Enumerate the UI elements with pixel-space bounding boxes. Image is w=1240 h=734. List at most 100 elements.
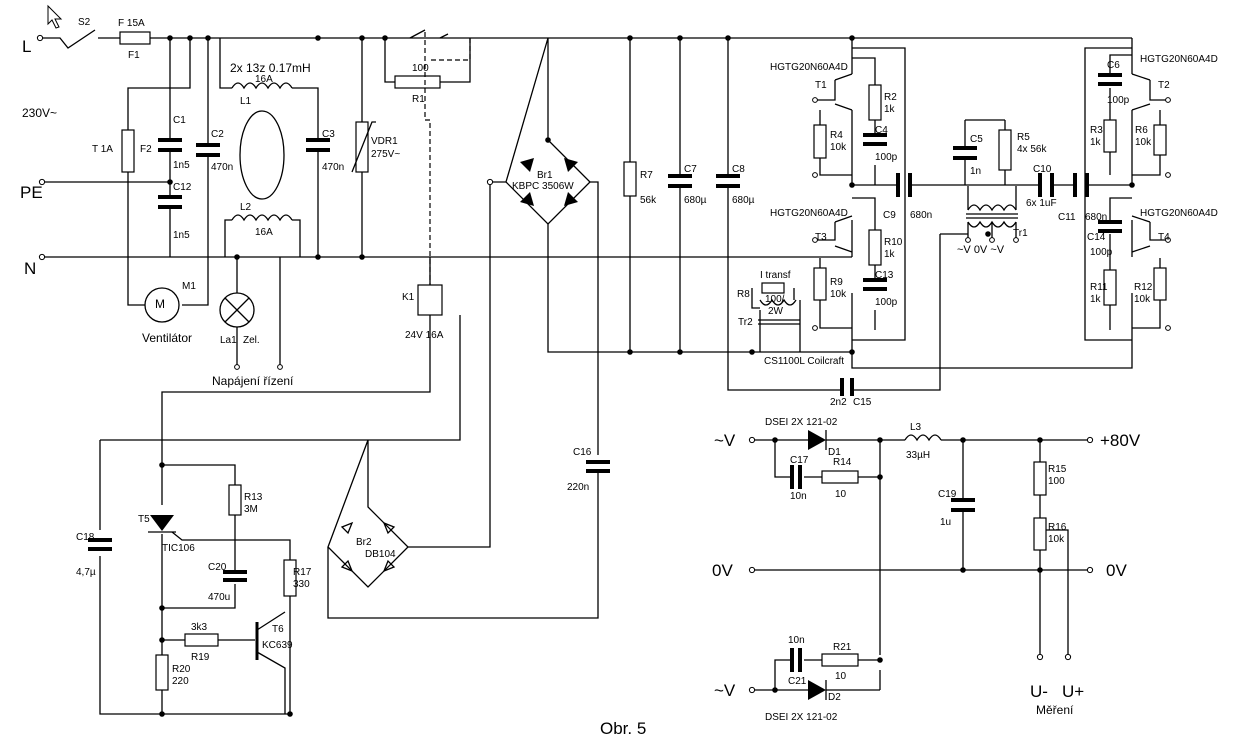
- label-r2: R2: [884, 92, 897, 103]
- label-c10: C10: [1033, 164, 1052, 175]
- label-r19: R19: [191, 652, 210, 663]
- label-m1: M1: [182, 281, 196, 292]
- label-c12v: 1n5: [173, 230, 190, 241]
- label-c9v: 680n: [910, 210, 932, 221]
- label-c19: C19: [938, 489, 957, 500]
- label-r10: R10: [884, 237, 903, 248]
- label-t6: T6: [272, 624, 284, 635]
- label-r11v: 1k: [1090, 294, 1102, 305]
- label-l2cur: 16A: [255, 227, 273, 238]
- label-br1v: KBPC 3506W: [512, 181, 574, 192]
- label-l1: L1: [240, 96, 252, 107]
- label-c20: C20: [208, 562, 227, 573]
- label-r1: R1: [412, 94, 425, 105]
- label-zerovout: 0V: [1106, 561, 1127, 580]
- label-f1b: F1: [128, 50, 140, 61]
- label-r16: R16: [1048, 522, 1067, 533]
- label-r9: R9: [830, 277, 843, 288]
- label-r13v: 3M: [244, 504, 258, 515]
- label-r19v: 3k3: [191, 622, 208, 633]
- label-t5v: TIC106: [162, 543, 195, 554]
- label-f1a: F 15A: [118, 18, 145, 29]
- label-c18v: 4,7µ: [76, 567, 96, 578]
- label-t5: T5: [138, 514, 150, 525]
- label-r6: R6: [1135, 125, 1148, 136]
- output-section: [752, 430, 1090, 700]
- label-igbt3: HGTG20N60A4D: [770, 208, 848, 219]
- label-uminus: U-: [1030, 682, 1048, 701]
- label-c13: C13: [875, 270, 894, 281]
- label-acv1: ~V: [714, 431, 736, 450]
- label-dsei1: DSEI 2X 121-02: [765, 417, 838, 428]
- label-c17: C17: [790, 455, 809, 466]
- label-r3v: 1k: [1090, 137, 1102, 148]
- label-k1v: 24V 16A: [405, 330, 444, 341]
- svg-text:M: M: [155, 297, 165, 311]
- label-vdr: VDR1: [371, 136, 398, 147]
- label-l2: L2: [240, 202, 252, 213]
- label-vent: Ventilátor: [142, 331, 192, 345]
- label-c8: C8: [732, 164, 745, 175]
- label-zel: Zel.: [243, 335, 260, 346]
- label-t6v: KC639: [262, 640, 293, 651]
- label-vdrv: 275V~: [371, 149, 400, 160]
- label-c13v: 100p: [875, 297, 898, 308]
- label-c12: C12: [173, 182, 192, 193]
- label-r12v: 10k: [1134, 294, 1151, 305]
- label-tr1sec: ~V 0V ~V: [957, 244, 1005, 256]
- label-k1: K1: [402, 292, 415, 303]
- label-r2v: 1k: [884, 104, 896, 115]
- label-c16: C16: [573, 447, 592, 458]
- label-c14: C14: [1087, 232, 1106, 243]
- label-acv2: ~V: [714, 681, 736, 700]
- label-choke: 2x 13z 0.17mH: [230, 61, 311, 75]
- label-c16v: 220n: [567, 482, 589, 493]
- label-r7: R7: [640, 170, 653, 181]
- label-c9: C9: [883, 210, 896, 221]
- control-section: [88, 182, 610, 715]
- label-r1v: 100: [412, 63, 429, 74]
- label-c15v: 2n2: [830, 397, 847, 408]
- label-c5: C5: [970, 134, 983, 145]
- label-c1: C1: [173, 115, 186, 126]
- label-d1: D1: [828, 447, 841, 458]
- label-l1cur: 16A: [255, 74, 273, 85]
- label-r15: R15: [1048, 464, 1067, 475]
- label-r17v: 330: [293, 579, 310, 590]
- label-c3v: 470n: [322, 162, 344, 173]
- inverter-bridge-section: [751, 37, 1168, 369]
- label-r14: R14: [833, 457, 852, 468]
- label-c15: C15: [853, 397, 872, 408]
- label-mereni: Měření: [1036, 703, 1074, 717]
- label-c10v: 6x 1uF: [1026, 198, 1057, 209]
- label-c2: C2: [211, 129, 224, 140]
- label-c18: C18: [76, 532, 95, 543]
- label-c20v: 470u: [208, 592, 230, 603]
- label-r7v: 56k: [640, 195, 657, 206]
- label-r5: R5: [1017, 132, 1030, 143]
- label-f2: F2: [140, 144, 152, 155]
- label-r4v: 10k: [830, 142, 847, 153]
- label-la1: La1: [220, 335, 237, 346]
- label-c19v: 1u: [940, 517, 951, 528]
- label-r5v: 4x 56k: [1017, 144, 1047, 155]
- label-itransf: I transf: [760, 270, 791, 281]
- label-br2: Br2: [356, 537, 372, 548]
- label-c7v: 680µ: [684, 195, 707, 206]
- label-igbt1: HGTG20N60A4D: [770, 62, 848, 73]
- terminals: [36, 34, 1171, 694]
- label-c2v: 470n: [211, 162, 233, 173]
- label-r13: R13: [244, 492, 263, 503]
- label-t1a: T 1A: [92, 144, 113, 155]
- label-br1: Br1: [537, 170, 553, 181]
- label-igbt4: HGTG20N60A4D: [1140, 208, 1218, 219]
- label-c1v: 1n5: [173, 160, 190, 171]
- label-t3: T3: [815, 232, 827, 243]
- label-N: N: [24, 259, 36, 278]
- label-c14v: 100p: [1090, 247, 1113, 258]
- label-PE: PE: [20, 183, 43, 202]
- label-c7: C7: [684, 164, 697, 175]
- label-r9v: 10k: [830, 289, 847, 300]
- label-c3: C3: [322, 129, 335, 140]
- label-plus80: +80V: [1100, 431, 1141, 450]
